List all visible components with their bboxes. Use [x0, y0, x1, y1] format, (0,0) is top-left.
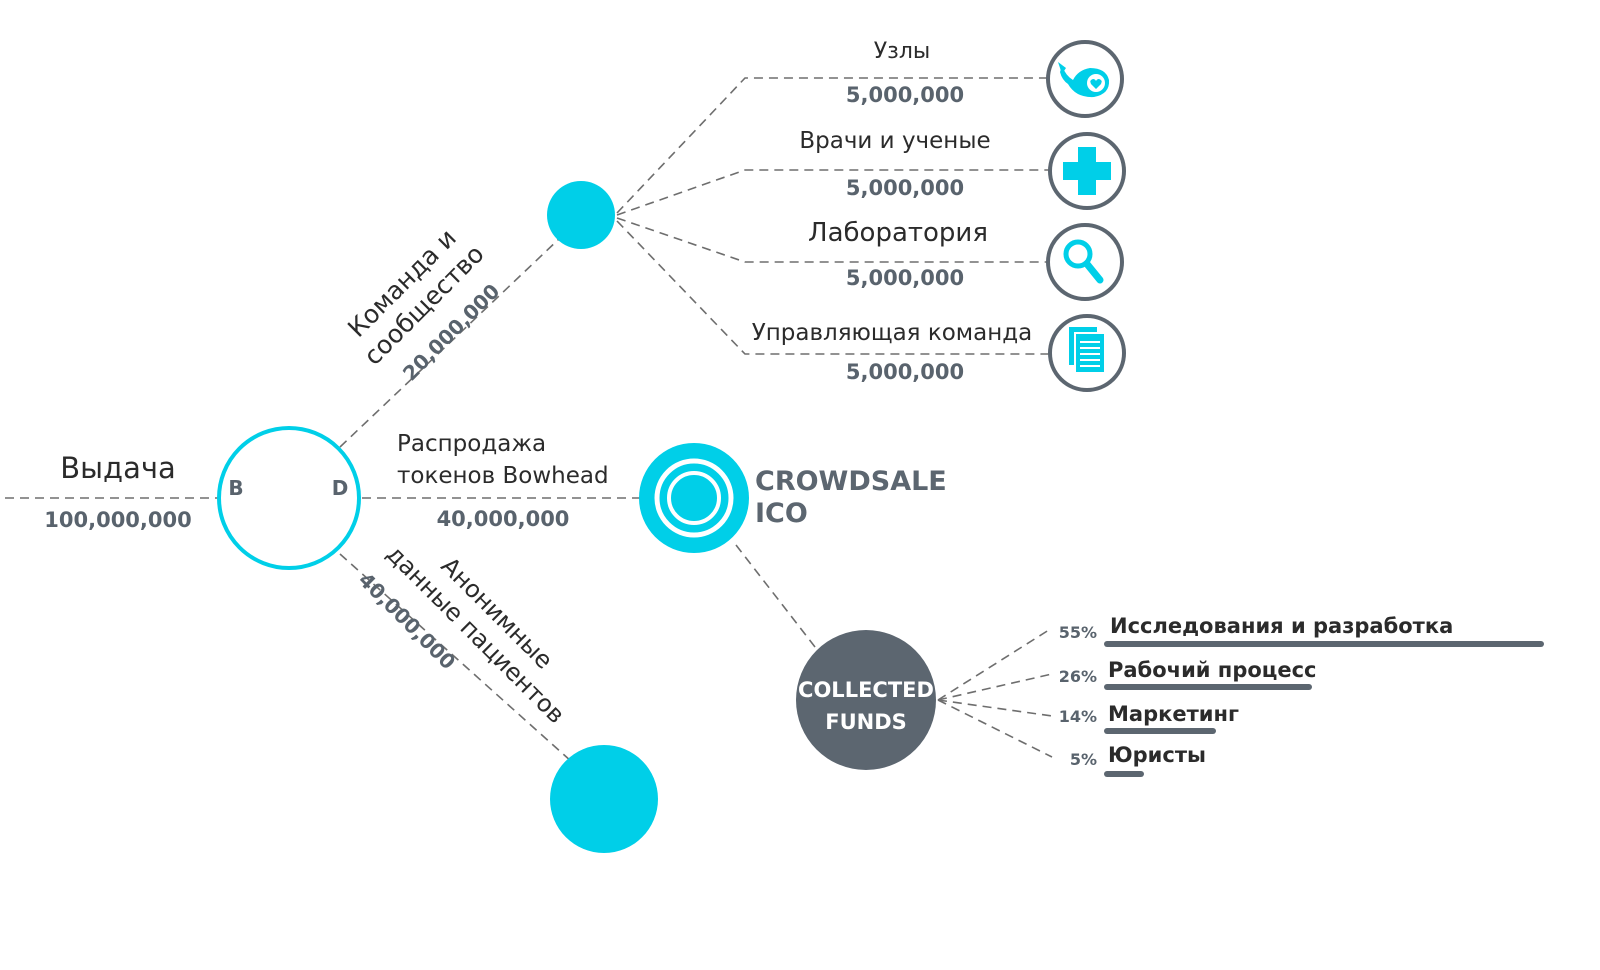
funds-alloc-line-2 — [937, 673, 1053, 701]
alloc-percent-rnd: 55% — [1059, 623, 1097, 642]
alloc-percent-legal: 5% — [1070, 750, 1097, 769]
alloc-bar-marketing — [1104, 728, 1216, 734]
root-letter-b: B — [228, 476, 243, 500]
root-circle — [217, 426, 361, 570]
collected-funds-circle — [796, 630, 936, 770]
team-branch-line — [339, 237, 561, 448]
team-child-line-4 — [616, 220, 1050, 355]
alloc-label-legal: Юристы — [1108, 743, 1206, 767]
plus-icon — [1048, 132, 1126, 210]
patients-circle — [550, 745, 658, 853]
crowdsale-subtitle: ICO — [755, 498, 808, 529]
root-label: Выдача — [60, 451, 176, 485]
team-child-line-3 — [616, 217, 1048, 263]
alloc-bar-legal — [1104, 771, 1144, 777]
team-children: Узлы 5,000,000 Врачи и ученые 5,000,000 … — [752, 39, 1033, 384]
patients-branch: Анонимные данные пациентов 40,000,000 — [354, 540, 658, 853]
alloc-bar-workflow — [1104, 684, 1312, 690]
child-value-nodes: 5,000,000 — [846, 83, 964, 107]
root-value: 100,000,000 — [44, 508, 191, 532]
root-node: Выдача 100,000,000 B D — [44, 426, 361, 570]
alloc-label-rnd: Исследования и разработка — [1110, 614, 1453, 638]
child-value-doctors: 5,000,000 — [846, 176, 964, 200]
sale-label-line1: Распродажа — [397, 431, 546, 457]
sale-label-line2: токенов Bowhead — [397, 463, 609, 489]
funds-alloc-line-3 — [937, 699, 1053, 717]
child-label-management: Управляющая команда — [752, 320, 1033, 346]
crowdsale-target-icon — [639, 443, 749, 553]
funds-allocation: 55% Исследования и разработка 26% Рабочи… — [1059, 614, 1544, 777]
collected-funds-line1: COLLECTED — [798, 678, 934, 702]
child-label-lab: Лаборатория — [808, 218, 988, 248]
crowdsale-funds-line — [735, 544, 823, 657]
child-value-lab: 5,000,000 — [846, 266, 964, 290]
crowdsale-title: CROWDSALE — [755, 466, 947, 497]
child-label-doctors: Врачи и ученые — [799, 128, 990, 154]
alloc-label-workflow: Рабочий процесс — [1108, 658, 1316, 682]
team-child-line-2 — [616, 169, 1050, 216]
funds-alloc-line-1 — [937, 627, 1053, 701]
magnifier-icon — [1046, 223, 1124, 301]
child-label-nodes: Узлы — [874, 39, 931, 64]
team-branch: Команда и сообщество 20,000,000 — [342, 181, 615, 385]
connector-lines — [5, 77, 1053, 763]
alloc-label-marketing: Маркетинг — [1108, 702, 1239, 726]
whale-heart-icon — [1046, 40, 1124, 118]
sale-branch: Распродажа токенов Bowhead 40,000,000 CR… — [397, 431, 947, 770]
alloc-bar-rnd — [1104, 641, 1544, 647]
funds-alloc-line-4 — [937, 699, 1053, 758]
child-value-management: 5,000,000 — [846, 360, 964, 384]
alloc-percent-marketing: 14% — [1059, 707, 1097, 726]
collected-funds-line2: FUNDS — [825, 710, 907, 734]
team-child-line-1 — [616, 77, 1048, 214]
patients-branch-line — [339, 553, 573, 763]
document-icon — [1048, 314, 1126, 392]
alloc-percent-workflow: 26% — [1059, 667, 1097, 686]
root-letter-d: D — [332, 476, 349, 500]
sale-value: 40,000,000 — [437, 507, 570, 531]
team-hub-circle — [547, 181, 615, 249]
